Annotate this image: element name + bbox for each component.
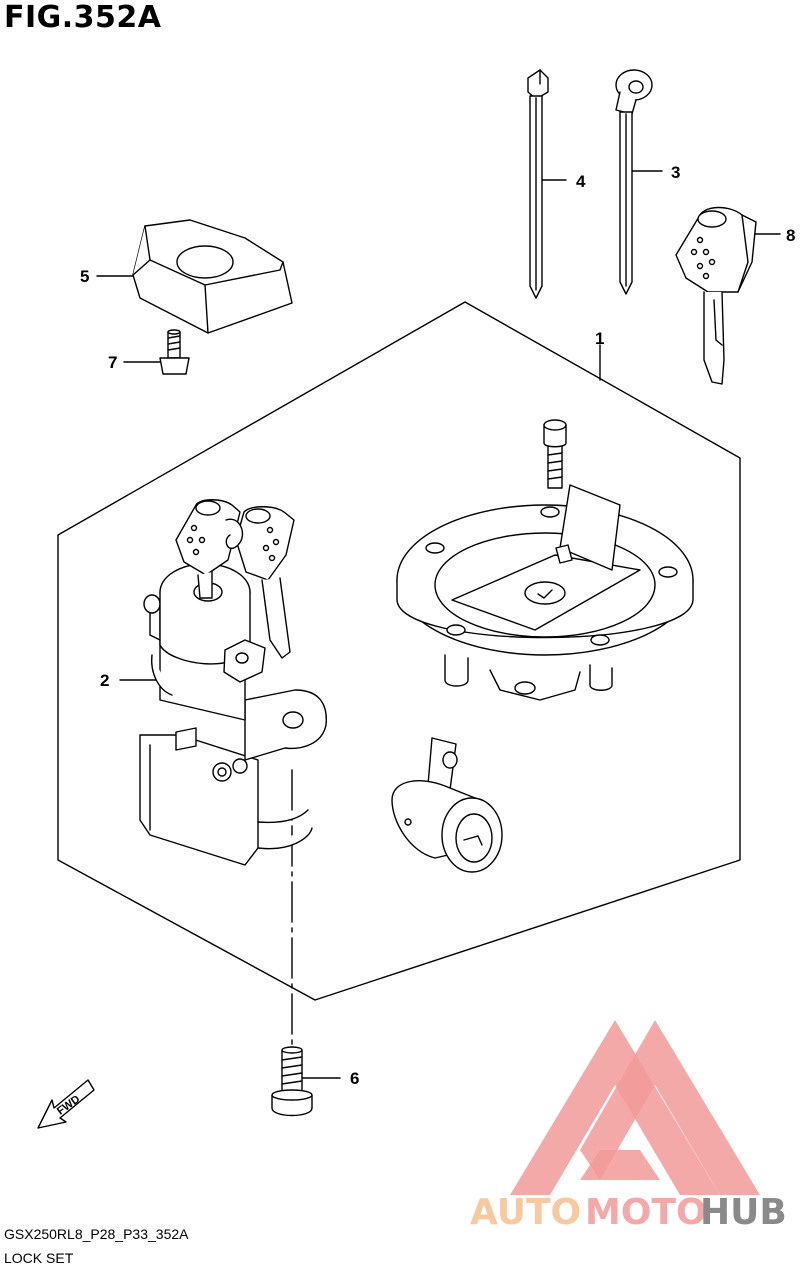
callout-4: 4 — [576, 172, 586, 191]
callout-3: 3 — [671, 163, 680, 182]
bolt-part-7 — [159, 329, 190, 375]
cover-part-5 — [132, 219, 293, 334]
watermark-logo — [510, 1020, 760, 1195]
watermark-auto: AUTO — [470, 1192, 581, 1233]
figure-code: GSX250RL8_P28_P33_352A — [4, 1226, 189, 1242]
callout-5: 5 — [80, 267, 89, 286]
seat-lock-cylinder — [391, 737, 503, 873]
fuel-cap-part-1 — [396, 419, 694, 701]
callout-6: 6 — [350, 1069, 359, 1088]
callout-8: 8 — [786, 226, 795, 245]
figure-title: FIG.352A — [4, 0, 162, 35]
watermark-hub: HUB — [700, 1192, 787, 1233]
fwd-arrow-icon — [37, 1079, 95, 1129]
callout-1: 1 — [595, 329, 604, 348]
callout-7: 7 — [108, 353, 117, 372]
key-part-8 — [675, 206, 757, 385]
watermark-moto: MOTO — [585, 1192, 707, 1233]
clamp-tie-part-3 — [615, 69, 653, 295]
ignition-switch-part-2 — [139, 499, 327, 866]
figure-name: LOCK SET — [4, 1250, 74, 1266]
watermark-text: AUTO MOTO HUB — [470, 1192, 787, 1233]
cable-tie-part-4 — [527, 69, 549, 299]
lock-set-frame — [57, 301, 741, 1001]
callout-2: 2 — [100, 671, 109, 690]
bolt-part-6 — [271, 1046, 313, 1117]
